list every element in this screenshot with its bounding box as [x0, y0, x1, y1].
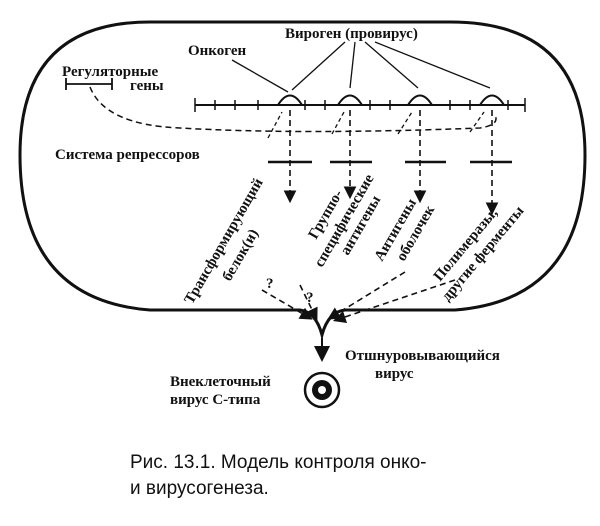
oncogene-pointer — [231, 59, 289, 93]
product-arrows — [261, 271, 456, 324]
virus-particle-center — [318, 386, 326, 394]
label-repressors: Система репрессоров — [55, 147, 200, 163]
virogen-pointer-lines — [291, 41, 491, 91]
label-regulatory-line1: Регуляторные — [62, 64, 158, 80]
repressor-branches — [267, 111, 485, 139]
virus-particle-outer — [303, 371, 341, 409]
label-virogen: Вироген (провирус) — [285, 26, 418, 42]
label-regulatory-line2: гены — [130, 78, 164, 94]
caption-line2: и вирусогенеза. — [130, 478, 269, 499]
caption-line1: Рис. 13.1. Модель контроля онко- — [130, 452, 427, 473]
gene-humps — [277, 94, 505, 106]
genome-ticks — [194, 98, 526, 112]
expression-arrows — [283, 110, 499, 216]
label-budding-line2: вирус — [375, 366, 414, 382]
label-extracellular-line1: Внеклеточный — [170, 374, 271, 390]
label-extracellular-line2: вирус С-типа — [170, 392, 261, 408]
label-question-2: ? — [306, 290, 314, 306]
label-oncogene: Онкоген — [188, 43, 247, 59]
label-budding-line1: Отшнуровывающийся — [345, 348, 500, 364]
label-question-1: ? — [266, 276, 274, 292]
regulatory-gene-bar — [65, 78, 113, 90]
cell-membrane — [18, 20, 587, 341]
